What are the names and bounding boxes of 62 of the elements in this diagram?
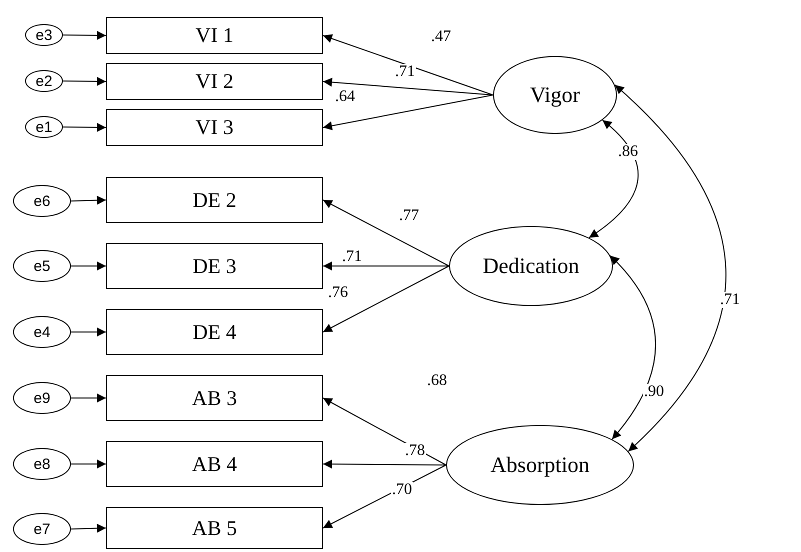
variable-label: e4 [34, 324, 50, 340]
observed-variable-box [106, 309, 323, 355]
covariance-arrow [588, 120, 638, 238]
error-term-ellipse [13, 185, 71, 217]
covariance-arrow [614, 84, 726, 452]
variable-label: AB 3 [192, 388, 237, 408]
error-term-ellipse [13, 382, 71, 414]
variable-label: e5 [34, 258, 50, 274]
error-term-ellipse [25, 24, 63, 46]
error-term-ellipse [13, 448, 71, 480]
arrow [322, 78, 494, 96]
variable-label: e9 [34, 390, 50, 406]
edge-label: .71 [719, 292, 741, 308]
arrow [322, 200, 450, 266]
variable-label: DE 2 [192, 190, 236, 210]
observed-variable-box [106, 63, 323, 100]
observed-variable-box [106, 441, 323, 487]
arrow [70, 524, 106, 533]
arrow [322, 460, 446, 469]
variable-label: e7 [34, 522, 50, 536]
variable-label: Vigor [530, 84, 580, 106]
error-term-ellipse [13, 250, 71, 282]
observed-variable-box [106, 507, 323, 549]
variable-label: e8 [34, 456, 50, 472]
variable-label: VI 2 [196, 71, 234, 92]
variable-label: AB 5 [192, 518, 237, 538]
arrow [70, 394, 106, 402]
variable-label: Absorption [490, 454, 590, 476]
arrow [322, 398, 446, 466]
arrow [62, 30, 106, 40]
observed-variable-box [106, 109, 323, 146]
variable-label: e3 [36, 28, 52, 42]
arrow [70, 328, 106, 336]
observed-variable-box [106, 177, 323, 223]
observed-variable-box [106, 17, 323, 54]
arrow [62, 122, 106, 132]
arrow [322, 34, 494, 96]
arrow [322, 262, 450, 270]
variable-label: e1 [36, 120, 52, 134]
arrow [322, 266, 450, 332]
variable-label: VI 3 [196, 117, 234, 138]
observed-variable-box [106, 375, 323, 421]
observed-variable-box [106, 243, 323, 289]
arrow [62, 76, 106, 86]
error-term-ellipse [13, 513, 71, 545]
arrow [70, 460, 106, 468]
error-term-ellipse [13, 316, 71, 348]
variable-label: e2 [36, 74, 52, 88]
covariance-arrow [610, 255, 656, 440]
error-term-ellipse [25, 116, 63, 138]
error-term-ellipse [25, 70, 63, 92]
edge-label: .86 [617, 144, 639, 160]
variable-label: AB 4 [192, 454, 237, 474]
arrow [70, 262, 106, 270]
variable-label: DE 3 [192, 256, 236, 276]
variable-label: DE 4 [192, 322, 236, 342]
variable-label: VI 1 [196, 25, 234, 46]
arrow [322, 94, 494, 130]
variable-label: Dedication [482, 255, 580, 277]
variable-label: e6 [34, 194, 50, 208]
arrow [70, 196, 106, 205]
arrow [322, 464, 446, 528]
